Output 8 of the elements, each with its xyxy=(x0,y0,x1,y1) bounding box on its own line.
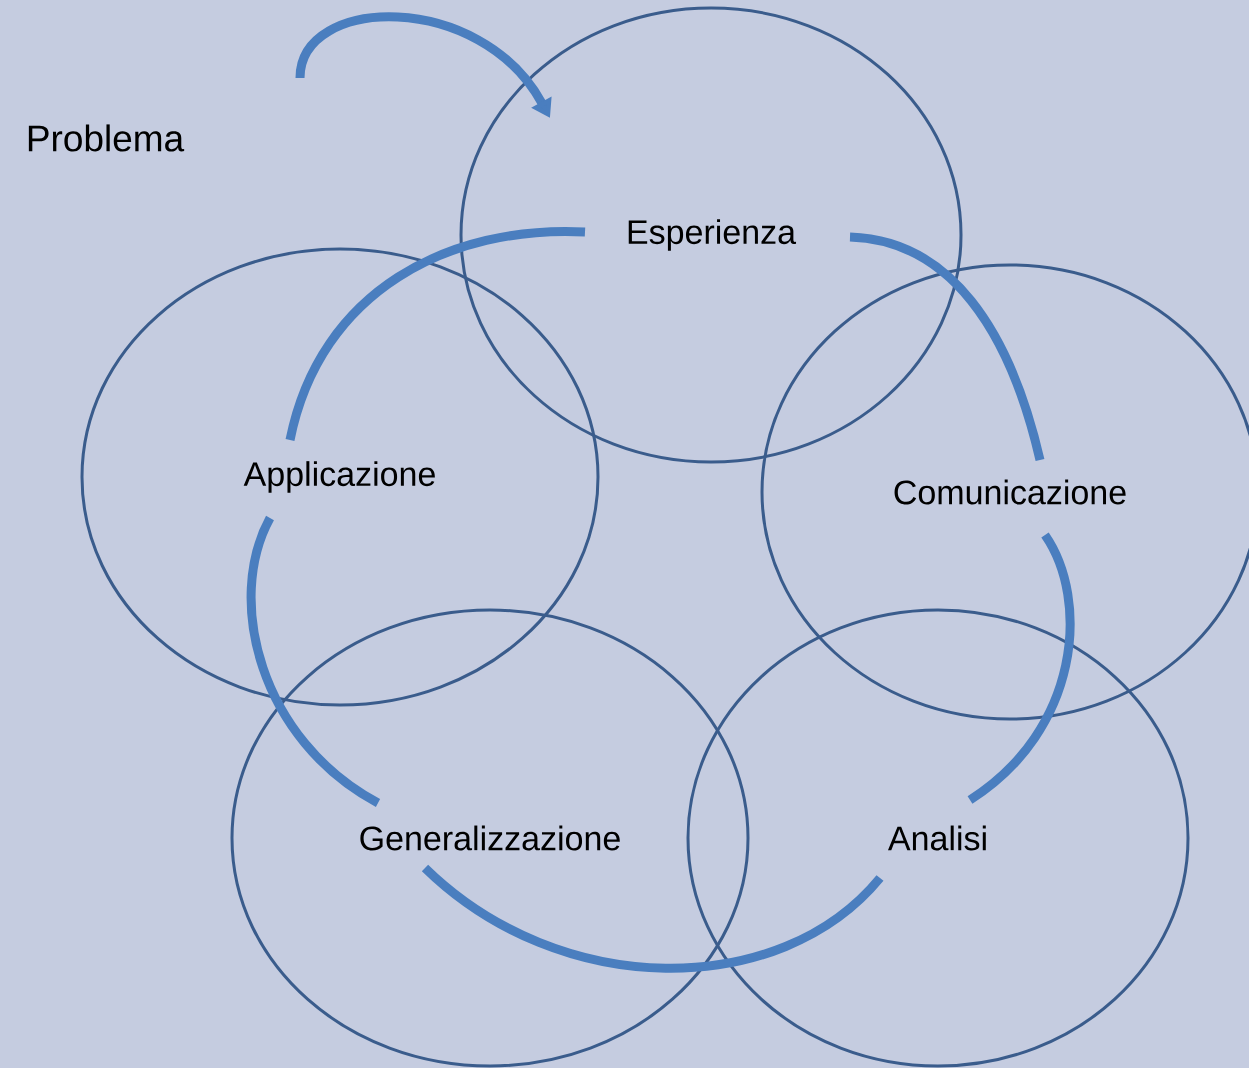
cycle-arc xyxy=(967,532,1075,804)
ellipse-node: Applicazione xyxy=(80,247,600,707)
cycle-arc xyxy=(285,227,586,442)
ellipse-node: Esperienza xyxy=(459,6,963,464)
cycle-arc xyxy=(422,864,884,973)
label-text: Problema xyxy=(28,124,185,152)
ellipse-node: Generalizzazione xyxy=(230,608,750,1068)
ellipse-node: Analisi xyxy=(686,608,1190,1068)
